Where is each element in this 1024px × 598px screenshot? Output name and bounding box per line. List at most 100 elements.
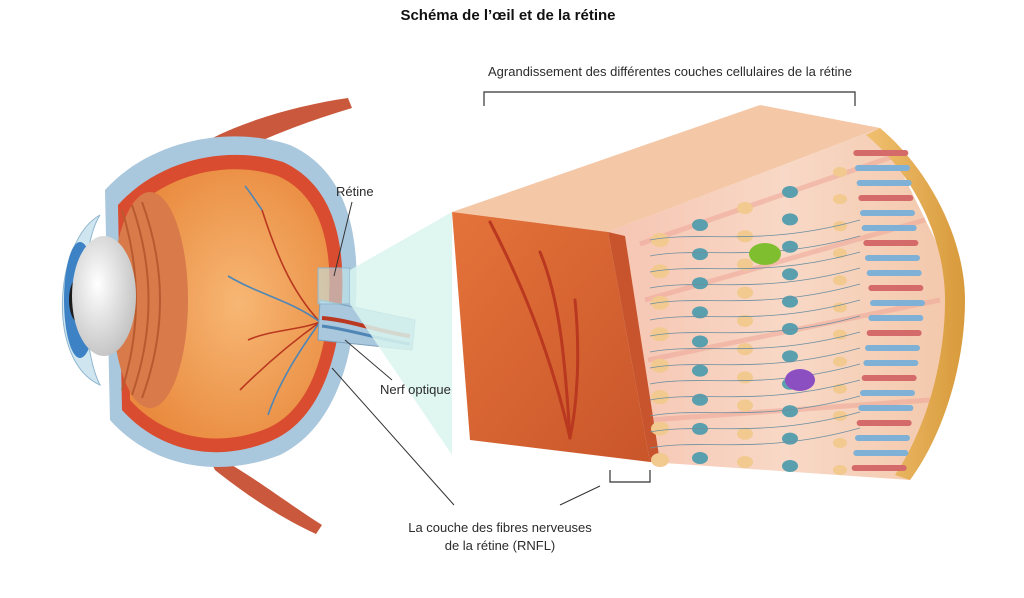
retinal-cell [833,329,847,340]
retinal-cell [833,302,847,313]
eye-illustration [62,98,416,534]
photoreceptor [860,210,915,216]
retinal-cell [782,268,798,281]
retinal-cell [692,393,708,406]
amacrine-cell-purple [785,369,815,391]
retina-slab [452,105,965,480]
photoreceptor [865,345,920,351]
retinal-cell [782,240,798,253]
retinal-cell [833,465,847,475]
photoreceptor [868,315,924,321]
magnification-label: Agrandissement des différentes couches c… [488,64,852,79]
retinal-cell [782,460,798,472]
photoreceptor [855,435,910,441]
photoreceptor [861,225,917,231]
retinal-cell [692,452,708,464]
nerve-fibre [649,347,861,369]
nerve-fibre [649,235,861,257]
retinal-cell [782,295,798,308]
pigment-epithelium [866,128,965,480]
retinal-cell [737,399,753,412]
nerve-fibre [649,379,861,401]
retinal-cell [737,258,753,271]
retinal-cell [833,194,847,205]
lens [72,236,136,356]
retinal-cell [692,306,708,319]
retinal-cell [833,356,847,367]
retinal-cell [833,167,847,177]
retina-inset-box [317,267,351,305]
photoreceptor [861,375,917,381]
retinal-cell [782,350,798,363]
retina-front-face [452,212,650,462]
neuron-network [649,150,925,475]
retinal-cell [782,405,798,418]
nerve-fibre [649,411,861,433]
photoreceptor [863,360,919,366]
retinal-cell [737,371,753,384]
nerve-fibre [649,219,861,241]
nerve-fibre [649,427,861,449]
retinal-cell [651,390,669,405]
photoreceptor [853,450,909,456]
ganglion-cell-green [749,243,781,265]
retinal-cell [833,275,847,286]
nerve-fibre [649,331,861,353]
photoreceptor [851,465,907,471]
retinal-cell [782,323,798,335]
retinal-cell [782,186,798,198]
photoreceptor [863,240,919,246]
nerve-fibre [649,395,861,417]
retinal-cell [833,248,847,259]
optic-nerve-label: Nerf optique [380,382,451,397]
nerve-fibre [649,315,861,337]
retinal-cell [737,286,753,299]
rnfl-label-line1: La couche des fibres nerveuses [408,520,592,535]
magnifier-beam [350,212,452,455]
retinal-cell [737,456,753,468]
retinal-cell [692,277,708,290]
retinal-cell [651,233,669,247]
optic-nerve-pointer [344,339,393,381]
retinal-cell [651,421,669,436]
retinal-cell [651,453,669,467]
retina-label: Rétine [336,184,374,199]
photoreceptor [870,300,925,306]
nerve-fibre [649,363,861,385]
retinal-cell [782,213,798,226]
photoreceptor [853,150,909,156]
photoreceptor [860,390,915,396]
photoreceptor [856,180,912,186]
photoreceptor [866,330,922,336]
retinal-cell [692,364,708,377]
retinal-cell [692,219,708,231]
photoreceptor [858,195,914,201]
rnfl-label-line2: de la rétine (RNFL) [445,538,556,553]
photoreceptor [866,270,922,276]
retinal-cell [737,202,753,214]
retinal-cell [737,314,753,327]
retinal-cell [782,432,798,445]
nerve-fibre [649,267,861,289]
retinal-cell [651,264,669,279]
retinal-vessels [227,185,321,416]
nerve-fibre [649,283,861,305]
photoreceptor [865,255,920,261]
retinal-cell [737,427,753,440]
nerve-fibre [649,251,861,273]
photoreceptor [868,285,924,291]
retinal-cell [692,248,708,261]
retina-pointer [333,201,353,277]
page-title: Schéma de l’œil et de la rétine [400,7,615,24]
retinal-cell [692,335,708,348]
retinal-cell [651,295,669,310]
rnfl-pointer-eye [331,367,455,506]
photoreceptor [858,405,914,411]
magnification-bracket [483,91,856,106]
retinal-cell [833,221,847,232]
rnfl-bracket [609,470,651,483]
photoreceptor [856,420,912,426]
nerve-fibre [649,299,861,321]
lower-muscle [205,450,322,534]
